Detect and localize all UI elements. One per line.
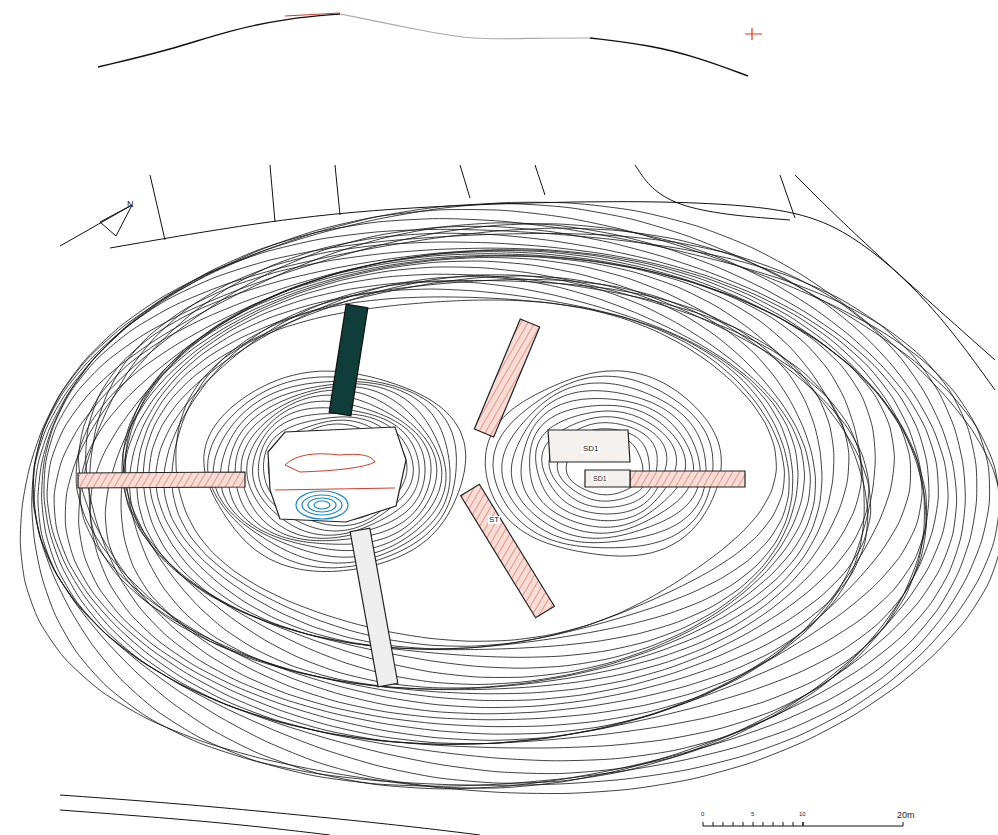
feature-outline	[275, 454, 395, 490]
excavation-trench	[585, 470, 630, 487]
road-line	[460, 165, 470, 198]
contour-line	[89, 248, 922, 740]
contour-line	[493, 376, 713, 548]
contour-line	[241, 395, 431, 541]
contour-line	[149, 277, 798, 650]
contour-line	[258, 414, 413, 532]
excavation-trench	[329, 304, 368, 415]
scale-bar	[703, 822, 903, 826]
map-label: N	[126, 200, 135, 209]
contour-line	[521, 399, 693, 534]
road-line	[780, 175, 795, 218]
north-arrow	[60, 205, 132, 246]
pit-contour	[308, 498, 336, 512]
road-line	[535, 165, 545, 195]
contour-line	[143, 275, 804, 657]
contour-line	[42, 228, 948, 774]
contour-line	[264, 417, 407, 526]
contour-line	[34, 229, 965, 788]
map-label: 20m	[896, 811, 916, 820]
map-label: SD1	[592, 475, 608, 482]
excavation-trench	[78, 472, 245, 488]
contour-line	[485, 371, 721, 556]
contour-line	[33, 210, 989, 787]
contour-line	[33, 219, 977, 789]
road-line	[60, 810, 330, 835]
profile-line	[285, 13, 340, 16]
excavation-trench	[474, 319, 539, 437]
contour-line	[79, 250, 895, 726]
contour-line	[44, 224, 938, 761]
contour-line	[38, 233, 957, 783]
contour-line	[176, 300, 776, 641]
excavation-trench	[630, 471, 745, 487]
road-line	[60, 795, 480, 835]
contour-line	[47, 223, 929, 748]
map-label: 5	[750, 811, 755, 817]
road-line	[335, 165, 340, 215]
contour-line	[54, 226, 924, 744]
contour-line	[156, 282, 793, 650]
contour-line	[164, 289, 789, 649]
contour-line	[20, 202, 998, 793]
contour-line	[536, 411, 677, 521]
contour-line	[247, 401, 425, 538]
map-label: ST	[488, 516, 500, 524]
map-label: 0	[700, 811, 705, 817]
profile-line	[590, 38, 748, 76]
road-line	[795, 175, 995, 360]
contour-line	[542, 417, 667, 514]
contour-line	[172, 297, 784, 646]
road-line	[635, 165, 790, 220]
datum-mark	[745, 28, 762, 40]
map-label: 10	[798, 811, 807, 817]
excavation-trench	[548, 430, 630, 462]
pit-contour	[302, 495, 342, 515]
contour-line	[530, 405, 686, 527]
profile-line	[340, 14, 590, 39]
contour-line	[253, 408, 420, 535]
pit-contour	[296, 491, 348, 519]
excavation-trench	[268, 427, 406, 522]
pit-contour	[314, 501, 330, 509]
contour-line	[511, 391, 700, 539]
excavation-trench	[461, 484, 555, 618]
contour-line	[502, 383, 706, 543]
excavation-trench	[350, 528, 398, 687]
road-line	[150, 175, 165, 240]
road-line	[270, 165, 275, 222]
contour-line	[76, 252, 875, 720]
contour-line	[65, 233, 926, 744]
map-label: SD1	[582, 445, 600, 453]
profile-line	[98, 14, 340, 67]
contour-line	[79, 242, 927, 744]
road-line	[110, 202, 995, 390]
